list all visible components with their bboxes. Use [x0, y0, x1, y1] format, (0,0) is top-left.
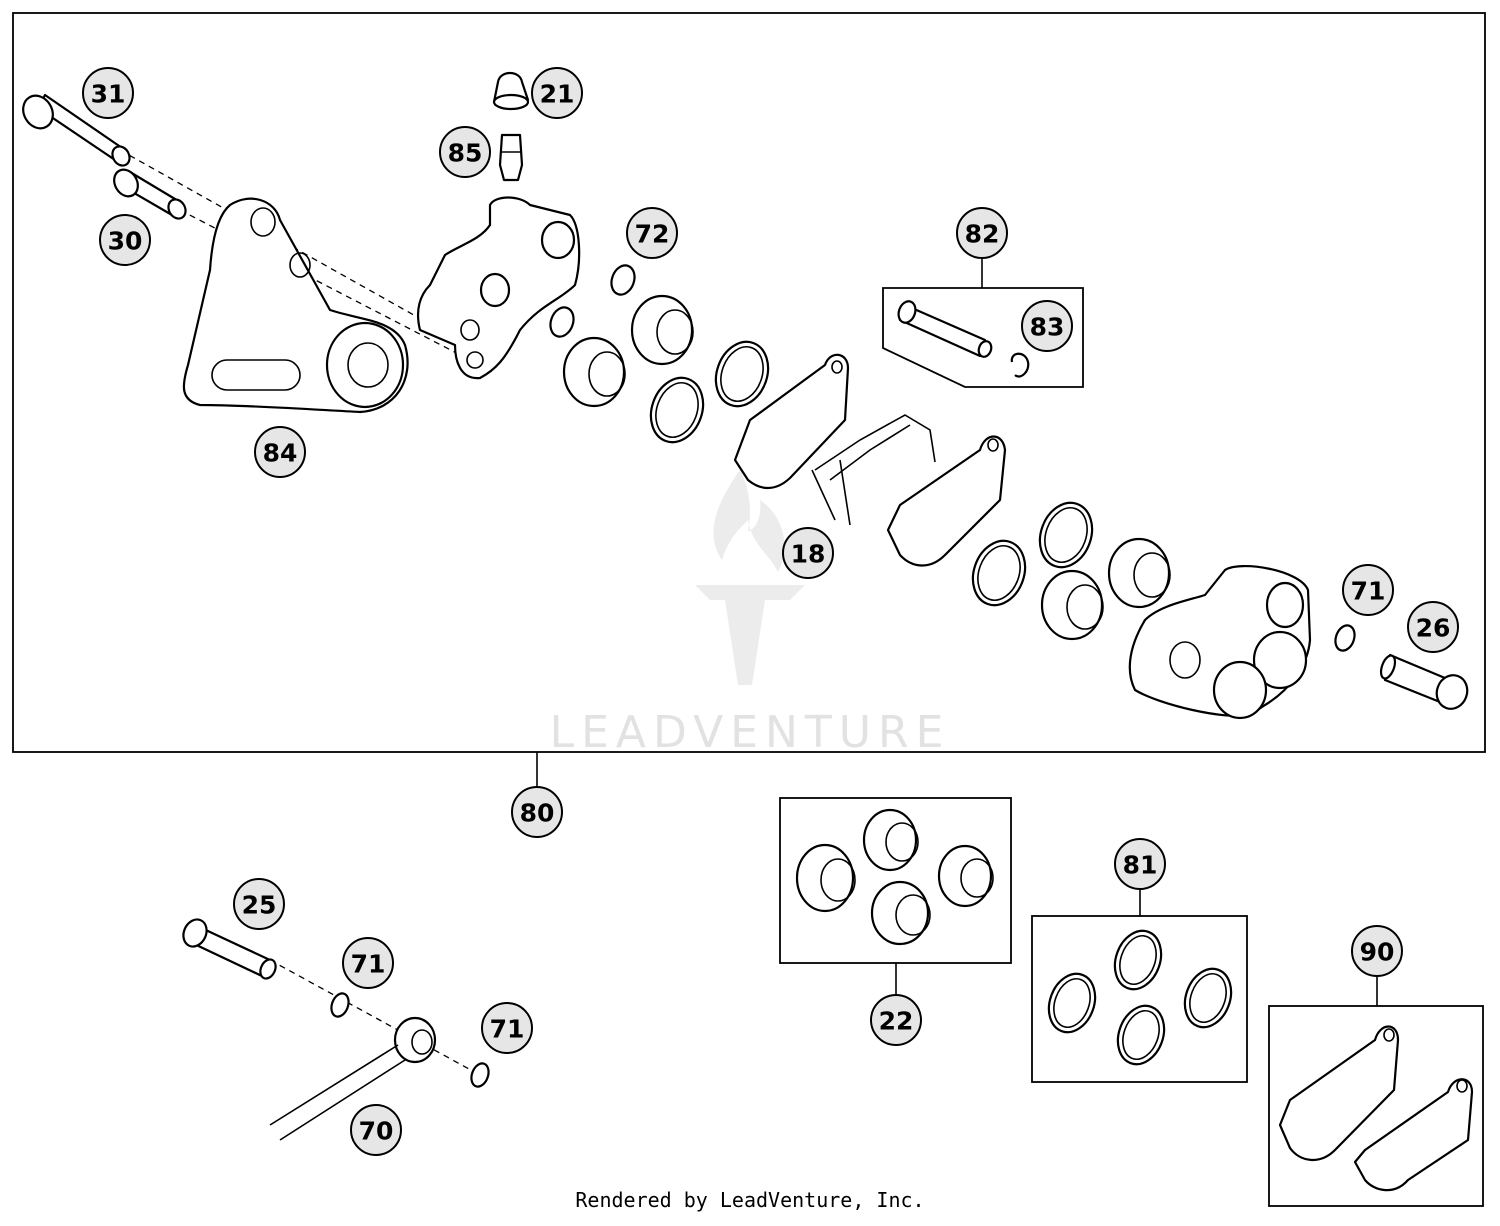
callout-number: 81	[1123, 851, 1158, 880]
caliper-assembly-frame	[12, 12, 1486, 753]
callout-71a: 71	[1342, 564, 1394, 616]
callout-labels: 31 21 85 30 72 82 83 84 18 71 26 80 25 71 71 70 22 81 90	[82, 67, 1459, 1156]
kit-90-frame	[1268, 1005, 1484, 1207]
callout-circle	[342, 937, 394, 989]
callout-number: 85	[448, 139, 483, 168]
callout-circle	[1342, 564, 1394, 616]
seal-72	[610, 264, 636, 296]
callout-80: 80	[511, 786, 563, 838]
bolt-26	[1379, 653, 1469, 710]
bleeder-valve-85	[498, 133, 524, 182]
piston-right-2	[1107, 537, 1171, 609]
callout-70: 70	[350, 1104, 402, 1156]
callout-number: 82	[965, 220, 1000, 249]
callout-number: 21	[540, 80, 575, 109]
bolt-axis-31	[119, 149, 486, 356]
callout-circle	[254, 426, 306, 478]
pin-25	[182, 918, 277, 980]
bolt-30	[113, 168, 187, 220]
caliper-bracket-84	[182, 197, 409, 414]
brake-pad-kit-90	[1268, 977, 1484, 1207]
callout-number: 71	[490, 1015, 525, 1044]
piston-kit-22	[779, 797, 1012, 995]
callout-21: 21	[531, 67, 583, 119]
callout-number: 71	[1351, 577, 1386, 606]
piston-seal-left-2	[714, 340, 770, 408]
pin-axis-25	[269, 959, 481, 1076]
callout-number: 18	[791, 540, 826, 569]
callout-circle	[481, 1002, 533, 1054]
callout-72: 72	[626, 207, 678, 259]
clip-83	[1010, 352, 1030, 378]
pin-kit-82	[882, 258, 1084, 388]
callout-number: 72	[635, 220, 670, 249]
footer-credit: Rendered by LeadVenture, Inc.	[575, 1188, 925, 1212]
piston-left-1	[562, 336, 626, 408]
bleeder-cap-21	[492, 71, 530, 111]
callout-22: 22	[870, 994, 922, 1046]
callout-circle	[1407, 601, 1459, 653]
piston-seal-left-1	[649, 376, 705, 444]
callout-number: 25	[242, 891, 277, 920]
callout-circle	[233, 878, 285, 930]
callout-circle	[439, 126, 491, 178]
callout-90: 90	[1351, 925, 1403, 977]
callout-31: 31	[82, 67, 134, 119]
callout-83: 83	[1021, 300, 1073, 352]
callout-circle	[531, 67, 583, 119]
callout-number: 84	[263, 439, 298, 468]
callout-number: 22	[879, 1007, 914, 1036]
callout-circle	[99, 214, 151, 266]
callout-84: 84	[254, 426, 306, 478]
callout-25: 25	[233, 878, 285, 930]
brake-pad-right	[886, 435, 1007, 567]
callout-circle	[350, 1104, 402, 1156]
callout-circle	[626, 207, 678, 259]
pad-spring-18	[811, 414, 936, 526]
brake-pad-left	[733, 353, 850, 490]
callout-18: 18	[782, 527, 834, 579]
bolt-31	[22, 93, 131, 167]
callout-number: 83	[1030, 313, 1065, 342]
callout-circle	[1114, 838, 1166, 890]
kit-82-frame	[882, 287, 1084, 388]
piston-seal-right-2	[1038, 501, 1094, 569]
callout-30: 30	[99, 214, 151, 266]
brake-line-70	[269, 1016, 437, 1141]
piston-right-1	[1040, 569, 1104, 641]
o-ring-71-lower-2	[470, 1062, 490, 1088]
callout-71c: 71	[481, 1002, 533, 1054]
callout-number: 71	[351, 950, 386, 979]
callout-circle	[870, 994, 922, 1046]
callout-82: 82	[956, 207, 1008, 259]
leadventure-watermark: LEADVENTURE	[550, 470, 951, 758]
callout-85: 85	[439, 126, 491, 178]
seal-kit-81	[1031, 890, 1248, 1083]
callout-circle	[82, 67, 134, 119]
callout-circle	[1351, 925, 1403, 977]
callout-number: 70	[359, 1117, 394, 1146]
o-ring	[549, 306, 575, 338]
piston-left-2	[630, 294, 694, 366]
callout-number: 26	[1416, 614, 1451, 643]
callout-circle	[1021, 300, 1073, 352]
callout-number: 30	[108, 227, 143, 256]
piston-seal-right-1	[971, 539, 1027, 607]
callout-number: 90	[1360, 938, 1395, 967]
callout-81: 81	[1114, 838, 1166, 890]
callout-26: 26	[1407, 601, 1459, 653]
callout-71b: 71	[342, 937, 394, 989]
callout-number: 31	[91, 80, 126, 109]
callout-circle	[956, 207, 1008, 259]
o-ring-71-lower-1	[330, 992, 350, 1018]
caliper-inner-half	[416, 196, 581, 380]
o-ring-71-upper	[1334, 624, 1356, 652]
callout-number: 80	[520, 799, 555, 828]
caliper-outer-half	[1128, 564, 1312, 720]
watermark-text: LEADVENTURE	[550, 707, 951, 758]
callout-circle	[782, 527, 834, 579]
callout-circle	[511, 786, 563, 838]
